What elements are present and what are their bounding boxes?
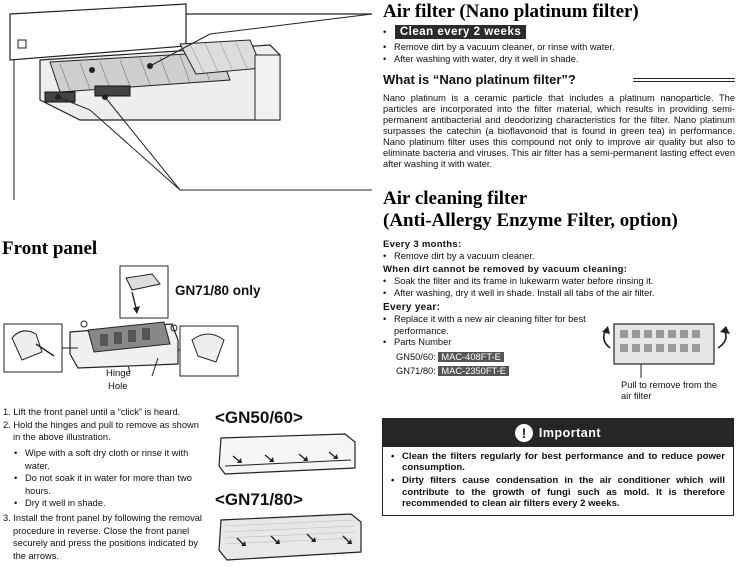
list-item: 2. Hold the hinges and pull to remove as… bbox=[3, 419, 199, 443]
front-panel-title: Front panel bbox=[2, 238, 98, 259]
list-item: After washing, dry it well in shade. Ins… bbox=[383, 288, 733, 300]
air-conditioner-filter-illustration bbox=[9, 3, 373, 200]
not-removed-list: Soak the filter and its frame in lukewar… bbox=[383, 276, 733, 299]
heading-rule bbox=[633, 78, 735, 82]
every-3-months-list: Remove dirt by a vacuum cleaner. bbox=[383, 251, 733, 263]
every-3-months-label: Every 3 months: bbox=[383, 239, 462, 250]
gn5060-unit-illustration bbox=[218, 433, 356, 475]
bullet: • bbox=[383, 27, 387, 37]
list-item: Wipe with a soft dry cloth or rinse it w… bbox=[14, 447, 202, 472]
hinge-label: Hinge bbox=[106, 368, 131, 379]
list-item: 1. Lift the front panel until a “click” … bbox=[3, 407, 181, 417]
list-item: Remove dirt by a vacuum cleaner, or rins… bbox=[383, 42, 733, 54]
important-box: ! Important Clean the filters regularly … bbox=[382, 418, 734, 516]
not-removed-label: When dirt cannot be removed by vacuum cl… bbox=[383, 264, 628, 275]
front-panel-step-3: 3. Install the front panel by following … bbox=[3, 513, 202, 561]
parts-row-gn7180: GN71/80: MAC-2350FT-E bbox=[396, 366, 509, 376]
gn7180-only-label: GN71/80 only bbox=[175, 283, 261, 298]
nano-heading-row: What is “Nano platinum filter”? bbox=[383, 71, 735, 87]
list-item: After washing with water, dry it well in… bbox=[383, 54, 733, 66]
important-list: Clean the filters regularly for best per… bbox=[391, 451, 725, 509]
list-item: Dry it well in shade. bbox=[14, 497, 202, 510]
important-header: ! Important bbox=[383, 419, 733, 447]
model-label: GN50/60: bbox=[396, 352, 436, 362]
nano-description: Nano platinum is a ceramic particle that… bbox=[383, 93, 735, 169]
list-item: Clean the filters regularly for best per… bbox=[391, 451, 725, 473]
exclamation-icon: ! bbox=[514, 424, 533, 442]
nano-heading: What is “Nano platinum filter”? bbox=[383, 72, 576, 87]
important-title: Important bbox=[538, 426, 602, 440]
front-panel-removal-illustration bbox=[3, 265, 239, 377]
part-number-tag: MAC-408FT-E bbox=[438, 352, 504, 362]
every-year-list: Replace it with a new air cleaning filte… bbox=[383, 314, 588, 349]
gn7180-label: <GN71/80> bbox=[215, 490, 303, 509]
list-item: Parts Number bbox=[383, 337, 588, 349]
list-item: Remove dirt by a vacuum cleaner. bbox=[383, 251, 733, 263]
air-filter-instructions: Remove dirt by a vacuum cleaner, or rins… bbox=[383, 42, 733, 65]
front-panel-steps: 1. Lift the front panel until a “click” … bbox=[3, 406, 203, 444]
parts-row-gn5060: GN50/60: MAC-408FT-E bbox=[396, 352, 504, 362]
model-label: GN71/80: bbox=[396, 366, 436, 376]
every-year-label: Every year: bbox=[383, 302, 441, 313]
part-number-tag: MAC-2350FT-E bbox=[438, 366, 509, 376]
gn5060-label: <GN50/60> bbox=[215, 408, 303, 427]
list-item: Replace it with a new air cleaning filte… bbox=[383, 314, 588, 337]
air-cleaning-filter-subtitle: (Anti-Allergy Enzyme Filter, option) bbox=[383, 210, 678, 231]
front-panel-sub-bullets: Wipe with a soft dry cloth or rinse it w… bbox=[14, 447, 202, 510]
gn7180-unit-illustration bbox=[218, 513, 362, 561]
list-item: Dirty filters cause condensation in the … bbox=[391, 475, 725, 509]
air-filter-title: Air filter (Nano platinum filter) bbox=[383, 1, 639, 22]
clean-schedule-row: • Clean every 2 weeks bbox=[383, 25, 527, 39]
list-item: Do not soak it in water for more than tw… bbox=[14, 472, 202, 497]
air-cleaning-filter-title: Air cleaning filter bbox=[383, 188, 528, 209]
list-item: Soak the filter and its frame in lukewar… bbox=[383, 276, 733, 288]
clean-every-badge: Clean every 2 weeks bbox=[394, 25, 527, 39]
pull-caption: Pull to remove from the air filter bbox=[621, 380, 718, 401]
hole-label: Hole bbox=[108, 381, 128, 392]
air-cleaning-filter-illustration bbox=[602, 323, 730, 378]
